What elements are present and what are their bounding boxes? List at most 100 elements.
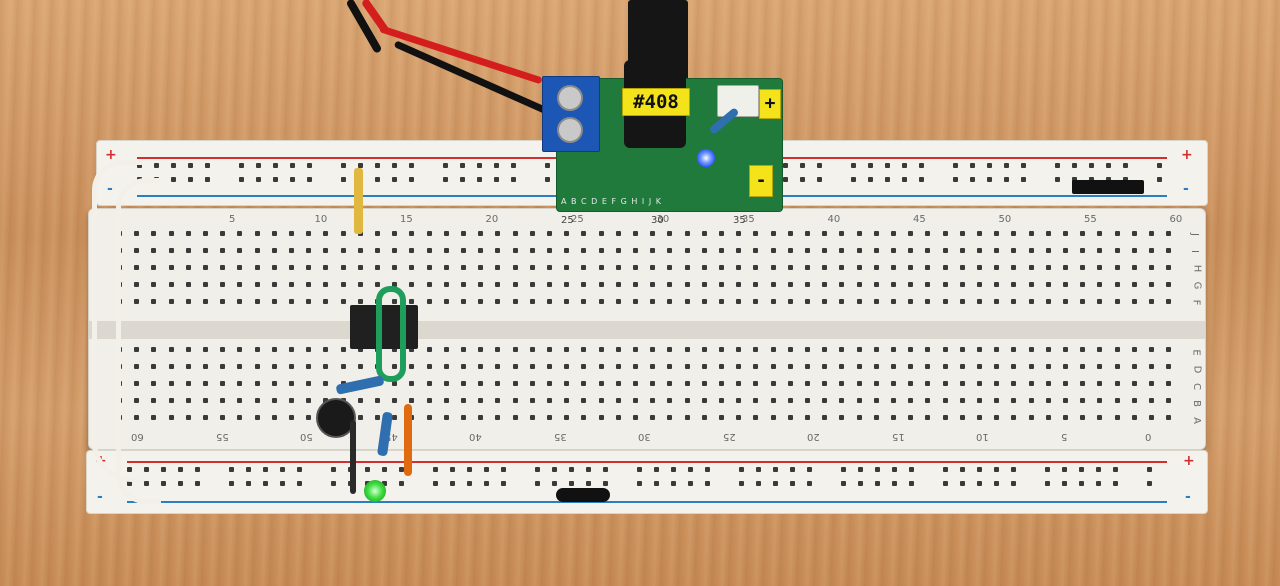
hole — [306, 248, 312, 253]
hole — [868, 163, 873, 168]
hole — [203, 299, 208, 304]
hole — [1131, 299, 1137, 304]
hole — [891, 231, 896, 236]
hole — [529, 415, 535, 420]
hole — [615, 265, 621, 270]
hole — [909, 481, 914, 486]
hole — [289, 381, 294, 386]
hole — [357, 282, 363, 287]
hole — [495, 248, 501, 253]
hole — [1021, 163, 1026, 168]
hole — [773, 481, 778, 486]
hole — [1166, 398, 1172, 403]
hole — [1063, 415, 1068, 420]
hole — [220, 282, 226, 287]
hole — [770, 265, 776, 270]
hole — [891, 398, 896, 403]
hole — [787, 265, 793, 270]
hole — [271, 398, 277, 403]
hole — [839, 299, 845, 304]
hole — [443, 364, 449, 369]
hole — [220, 248, 226, 253]
hole — [254, 282, 260, 287]
hole — [375, 231, 380, 236]
module-col-35: 35 — [733, 215, 746, 226]
hole — [719, 231, 724, 236]
hole — [654, 467, 659, 472]
hole — [667, 381, 673, 386]
hole — [478, 265, 484, 270]
hole — [409, 231, 415, 236]
hole — [977, 481, 982, 486]
hole — [960, 481, 965, 486]
hole — [289, 299, 294, 304]
hole — [891, 248, 896, 253]
bottom-col-number: 10 — [976, 431, 989, 442]
hole — [994, 347, 1000, 352]
hole — [134, 299, 140, 304]
hole — [375, 177, 380, 182]
hole — [970, 177, 975, 182]
hole — [925, 347, 931, 352]
hole — [805, 282, 810, 287]
bottom-col-number: 40 — [469, 431, 482, 442]
hole — [220, 415, 226, 420]
hole — [1166, 265, 1172, 270]
hole — [841, 481, 846, 486]
hole — [1028, 415, 1034, 420]
hole — [511, 177, 516, 182]
hole — [1011, 231, 1017, 236]
hole — [1080, 265, 1086, 270]
hole — [495, 347, 501, 352]
hole — [409, 265, 415, 270]
hole — [650, 347, 656, 352]
hole — [307, 163, 312, 168]
hole — [919, 163, 924, 168]
hole — [203, 282, 208, 287]
hole — [650, 231, 656, 236]
hole — [839, 282, 845, 287]
top-col-number: 35 — [742, 214, 755, 225]
hole — [1149, 415, 1154, 420]
hole — [289, 282, 294, 287]
hole — [392, 248, 398, 253]
hole — [564, 381, 570, 386]
hole — [994, 398, 1000, 403]
hole — [1166, 282, 1172, 287]
hole — [307, 177, 312, 182]
hole — [1004, 163, 1009, 168]
hole — [787, 282, 793, 287]
hole — [409, 282, 415, 287]
hole — [375, 282, 380, 287]
hole — [684, 364, 690, 369]
hole — [908, 248, 914, 253]
hole — [615, 282, 621, 287]
hole — [1004, 177, 1009, 182]
hole — [564, 248, 570, 253]
hole — [1055, 177, 1060, 182]
hole — [161, 481, 166, 486]
ic-chip — [350, 305, 418, 349]
hole — [736, 231, 742, 236]
hole — [340, 299, 346, 304]
hole — [1011, 381, 1017, 386]
hole — [460, 163, 465, 168]
hole — [1079, 467, 1084, 472]
hole — [306, 398, 312, 403]
hole — [671, 467, 676, 472]
hole — [943, 467, 948, 472]
hole — [977, 364, 982, 369]
bottom-power-rail: + - + - — [86, 450, 1208, 514]
hole — [340, 231, 346, 236]
hole — [134, 398, 140, 403]
hole — [1045, 364, 1051, 369]
hole — [1131, 415, 1137, 420]
hole — [667, 415, 673, 420]
hole — [237, 248, 243, 253]
hole — [426, 398, 432, 403]
hole — [1114, 282, 1120, 287]
hole — [392, 282, 398, 287]
hole — [885, 177, 890, 182]
hole — [306, 381, 312, 386]
hole — [254, 398, 260, 403]
